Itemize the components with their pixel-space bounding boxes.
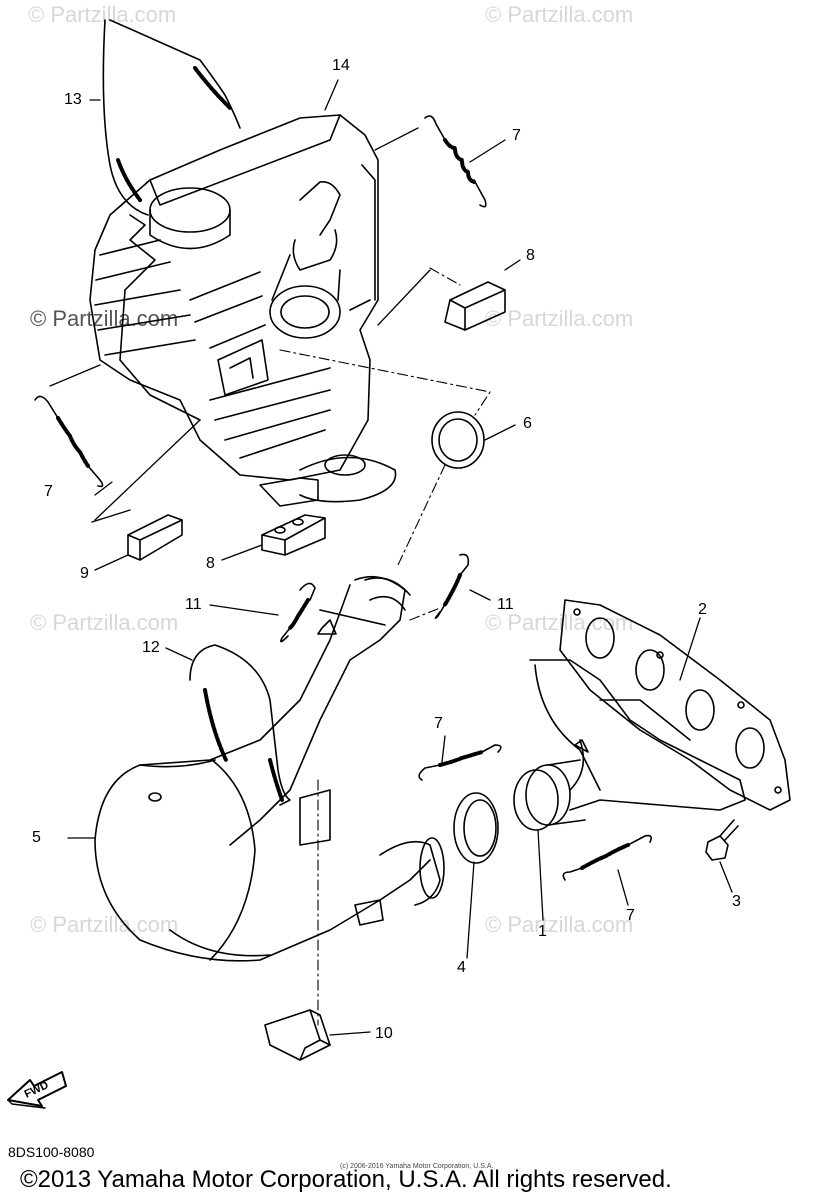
exhaust-chamber-5 <box>94 575 445 962</box>
callout-9: 9 <box>80 565 89 582</box>
spring-11-left <box>280 582 316 643</box>
callout-13: 13 <box>64 91 82 108</box>
small-copyright: (c) 2006-2016 Yamaha Motor Corporation, … <box>340 1163 494 1170</box>
spring-11-right <box>434 553 470 620</box>
fwd-arrow <box>7 1071 67 1109</box>
watermark: © Partzilla.com <box>30 610 179 635</box>
spring-7-middle <box>418 744 502 781</box>
rubber-8-top <box>444 281 506 331</box>
muffler-spring-13 <box>102 19 241 421</box>
callout-7: 7 <box>626 907 635 924</box>
watermark: © Partzilla.com <box>485 2 634 27</box>
spring-12 <box>189 644 291 806</box>
watermark: © Partzilla.com <box>30 306 179 331</box>
gasket-4 <box>453 792 499 864</box>
copyright-notice: ©2013 Yamaha Motor Corporation, U.S.A. A… <box>20 1166 672 1193</box>
spring-7-lower <box>562 834 652 881</box>
watermark: © Partzilla.com <box>30 912 179 937</box>
spring-7-top <box>424 115 487 208</box>
callout-7: 7 <box>512 127 521 144</box>
callout-3: 3 <box>732 893 741 910</box>
muffler-14 <box>89 114 397 507</box>
rubber-8-lower <box>261 514 326 556</box>
callout-2: 2 <box>698 601 707 618</box>
spring-7-left <box>34 395 104 488</box>
callout-1: 1 <box>538 923 547 940</box>
callout-8: 8 <box>206 555 215 572</box>
callout-4: 4 <box>457 959 466 976</box>
callout-10: 10 <box>375 1025 393 1042</box>
callout-11: 11 <box>497 596 514 613</box>
clip <box>317 619 337 635</box>
watermark: © Partzilla.com <box>485 306 634 331</box>
plate-10 <box>264 1009 331 1061</box>
bolt-3 <box>705 819 739 861</box>
leader-lines <box>49 79 733 1036</box>
callout-6: 6 <box>523 415 532 432</box>
exhaust-gasket-2 <box>559 599 791 811</box>
callout-7: 7 <box>434 715 443 732</box>
watermark: © Partzilla.com <box>28 2 177 27</box>
callout-12: 12 <box>142 639 160 656</box>
gasket-6 <box>431 411 485 469</box>
callout-8: 8 <box>526 247 535 264</box>
diagram-code: 8DS100-8080 <box>8 1144 95 1160</box>
callout-11: 11 <box>185 596 202 613</box>
watermark: © Partzilla.com <box>485 912 634 937</box>
damper-9 <box>127 514 183 561</box>
callout-5: 5 <box>32 829 41 846</box>
exhaust-manifold-1 <box>513 659 746 831</box>
dash-lines <box>279 267 491 1026</box>
callout-7: 7 <box>44 483 53 500</box>
callout-14: 14 <box>332 57 350 74</box>
